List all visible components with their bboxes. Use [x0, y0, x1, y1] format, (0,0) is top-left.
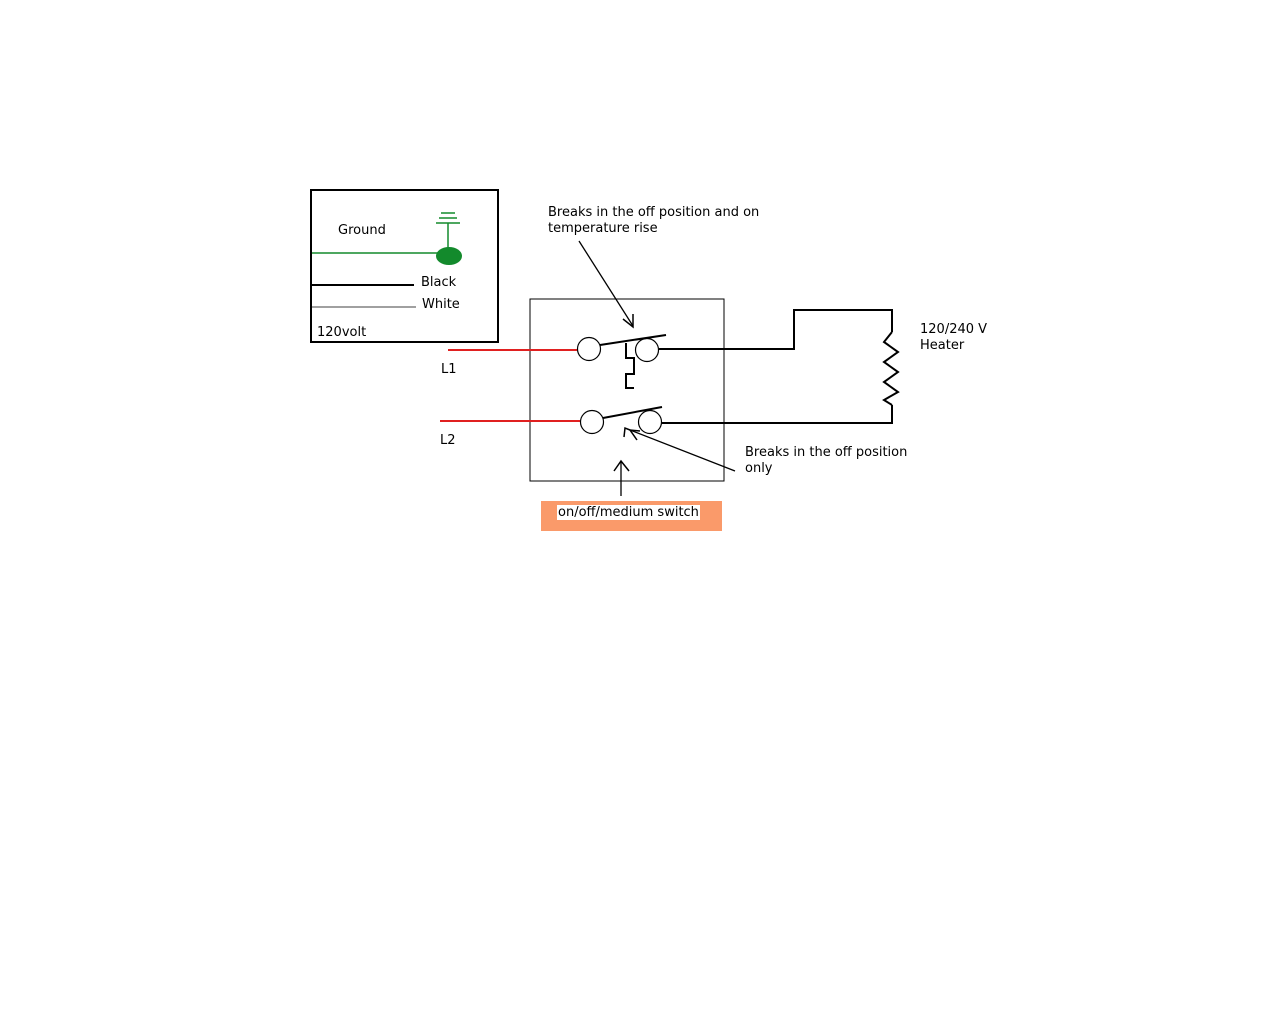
l2-input-terminal	[579, 409, 605, 435]
switch-badge: on/off/medium switch	[541, 501, 722, 531]
output-wire-upper	[659, 309, 893, 350]
top-note-line2: temperature rise	[548, 221, 658, 236]
l2-output-terminal	[637, 409, 663, 435]
heater-label-line2: Heater	[920, 338, 965, 353]
ground-icon	[436, 212, 462, 265]
heater-resistor-icon	[882, 331, 900, 406]
l2-label: L2	[440, 433, 456, 448]
bottom-note-line2: only	[745, 461, 773, 476]
switch-housing	[529, 298, 725, 482]
l1-output-terminal	[634, 337, 660, 363]
switch-label: on/off/medium switch	[557, 505, 700, 520]
white-label: White	[422, 297, 460, 312]
output-wire-lower	[662, 405, 893, 424]
voltage-label: 120volt	[317, 325, 367, 340]
l1-input-terminal	[576, 336, 602, 362]
heater-label-line1: 120/240 V	[920, 322, 988, 337]
ground-label: Ground	[338, 223, 386, 238]
bottom-note-arrow	[628, 429, 736, 472]
top-note-arrow	[578, 240, 634, 329]
legend-box	[310, 189, 499, 343]
l1-label: L1	[441, 362, 457, 377]
switch-label-arrow	[613, 459, 630, 496]
black-label: Black	[421, 275, 457, 290]
thermal-element	[625, 343, 635, 389]
top-note-line1: Breaks in the off position and on	[548, 205, 760, 220]
bottom-note-line1: Breaks in the off position	[745, 445, 908, 460]
lower-switch-blade	[602, 406, 663, 419]
lower-contact-mark	[623, 426, 631, 438]
upper-switch-blade	[599, 334, 667, 346]
